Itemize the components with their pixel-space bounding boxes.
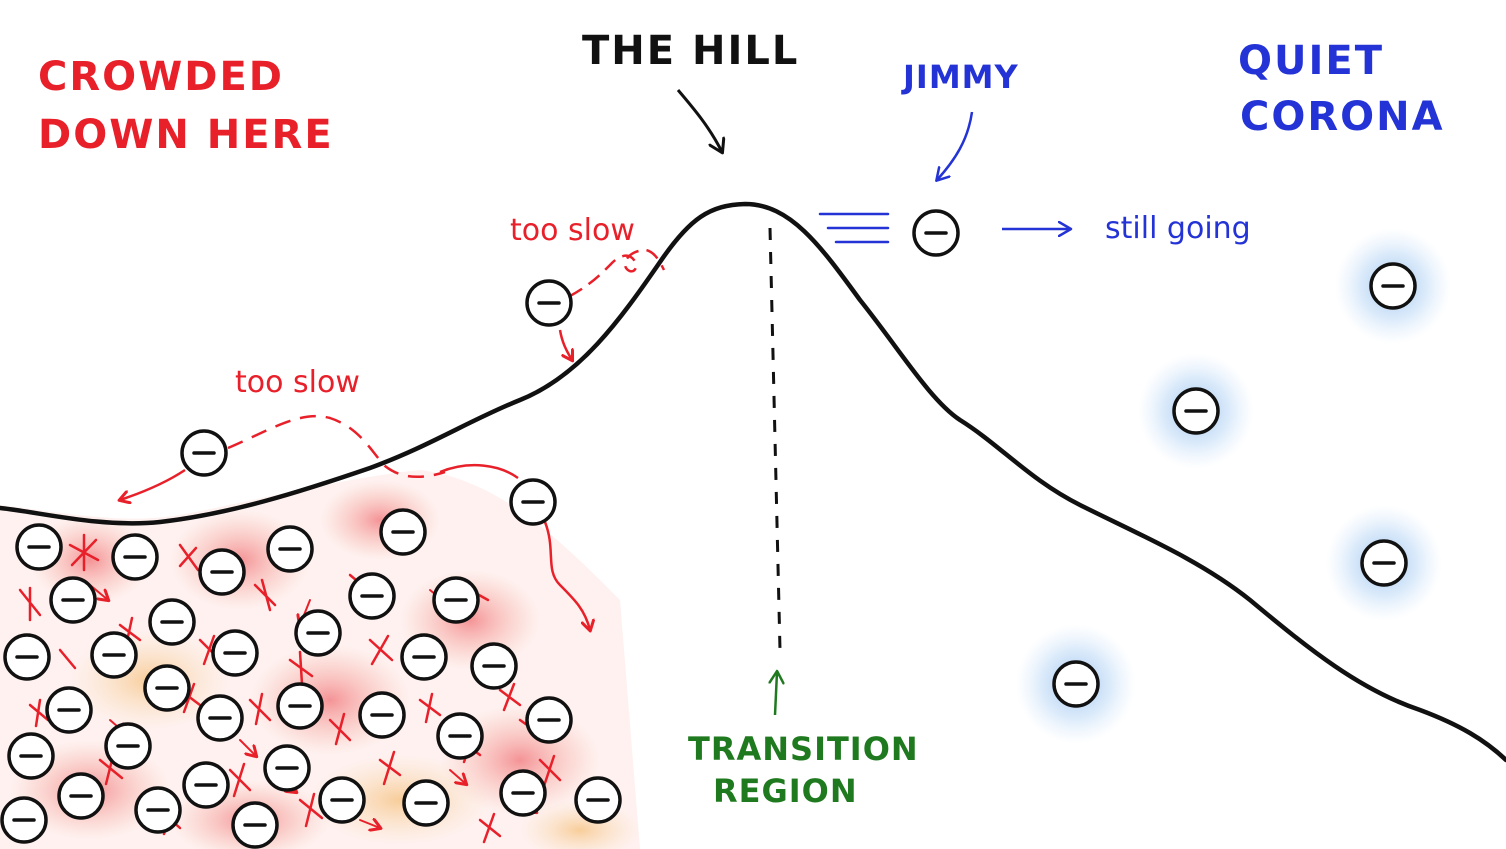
transition-label-line2: REGION [713, 772, 858, 810]
crowded-electron [196, 694, 244, 742]
upper-bounce-trajectory [569, 248, 666, 298]
quiet-label-line1: QUIET [1238, 38, 1384, 84]
corona-electron [1052, 660, 1100, 708]
transition-dashed-line [768, 227, 782, 651]
crowded-electron [15, 523, 63, 571]
crowded-electron [90, 631, 138, 679]
transition-arrow [775, 672, 777, 716]
electrons-layer [0, 209, 1417, 849]
crowded-electron [134, 786, 182, 834]
crowded-electron [111, 533, 159, 581]
crowded-electron [436, 712, 484, 760]
crowded-electron [49, 576, 97, 624]
crowded-electron [358, 691, 406, 739]
crowded-electron [400, 633, 448, 681]
crowded-electron [348, 572, 396, 620]
too-slow-upper-label: too slow [510, 213, 635, 248]
crowded-electron [266, 525, 314, 573]
crowded-label-line1: CROWDED [38, 54, 284, 100]
quiet-label-line2: CORONA [1240, 94, 1445, 140]
crowded-electron [276, 682, 324, 730]
hill-arrow [676, 89, 722, 152]
transition-label-line1: TRANSITION [688, 730, 919, 768]
crowded-electron [379, 508, 427, 556]
slow-electron-lower [180, 429, 228, 477]
crowded-electron [231, 801, 279, 849]
crowded-electron [294, 609, 342, 657]
hill-label: THE HILL [582, 28, 799, 74]
crowded-electron [525, 696, 573, 744]
corona-electron [1369, 262, 1417, 310]
crowded-electron [143, 664, 191, 712]
slow-electron-upper [525, 279, 573, 327]
jimmy-arrow [937, 111, 974, 180]
crowded-electron [574, 776, 622, 824]
corona-electron [1360, 539, 1408, 587]
crowded-electron [7, 732, 55, 780]
upper-fall-arrow [558, 329, 572, 360]
crowded-electron [432, 576, 480, 624]
crowded-electron [104, 722, 152, 770]
crowded-electron [402, 779, 450, 827]
crowded-electron [3, 633, 51, 681]
corona-electron [1172, 387, 1220, 435]
falling-electron [509, 478, 557, 526]
lower-fall-arrow [439, 463, 590, 630]
jimmy-electron [912, 209, 960, 257]
crowded-label-line2: DOWN HERE [38, 112, 334, 158]
crowded-electron [57, 772, 105, 820]
crowded-electron [182, 761, 230, 809]
lower-return-arrow [120, 468, 186, 500]
crowded-electron [263, 744, 311, 792]
crowded-electron [198, 548, 246, 596]
too-slow-lower-label: too slow [235, 365, 360, 400]
hill-curve [0, 201, 1506, 763]
crowded-electron [0, 796, 48, 844]
crowded-electron [148, 598, 196, 646]
crowded-electron [318, 776, 366, 824]
lower-bounce-trajectory [227, 414, 446, 478]
collision-marks [18, 533, 562, 844]
crowded-electron [211, 629, 259, 677]
crowded-electron [499, 769, 547, 817]
crowded-electron [45, 686, 93, 734]
jimmy-speed-lines [818, 212, 890, 244]
crowded-electron [470, 642, 518, 690]
jimmy-label: JIMMY [901, 58, 1019, 96]
still-going-label: still going [1105, 211, 1251, 246]
